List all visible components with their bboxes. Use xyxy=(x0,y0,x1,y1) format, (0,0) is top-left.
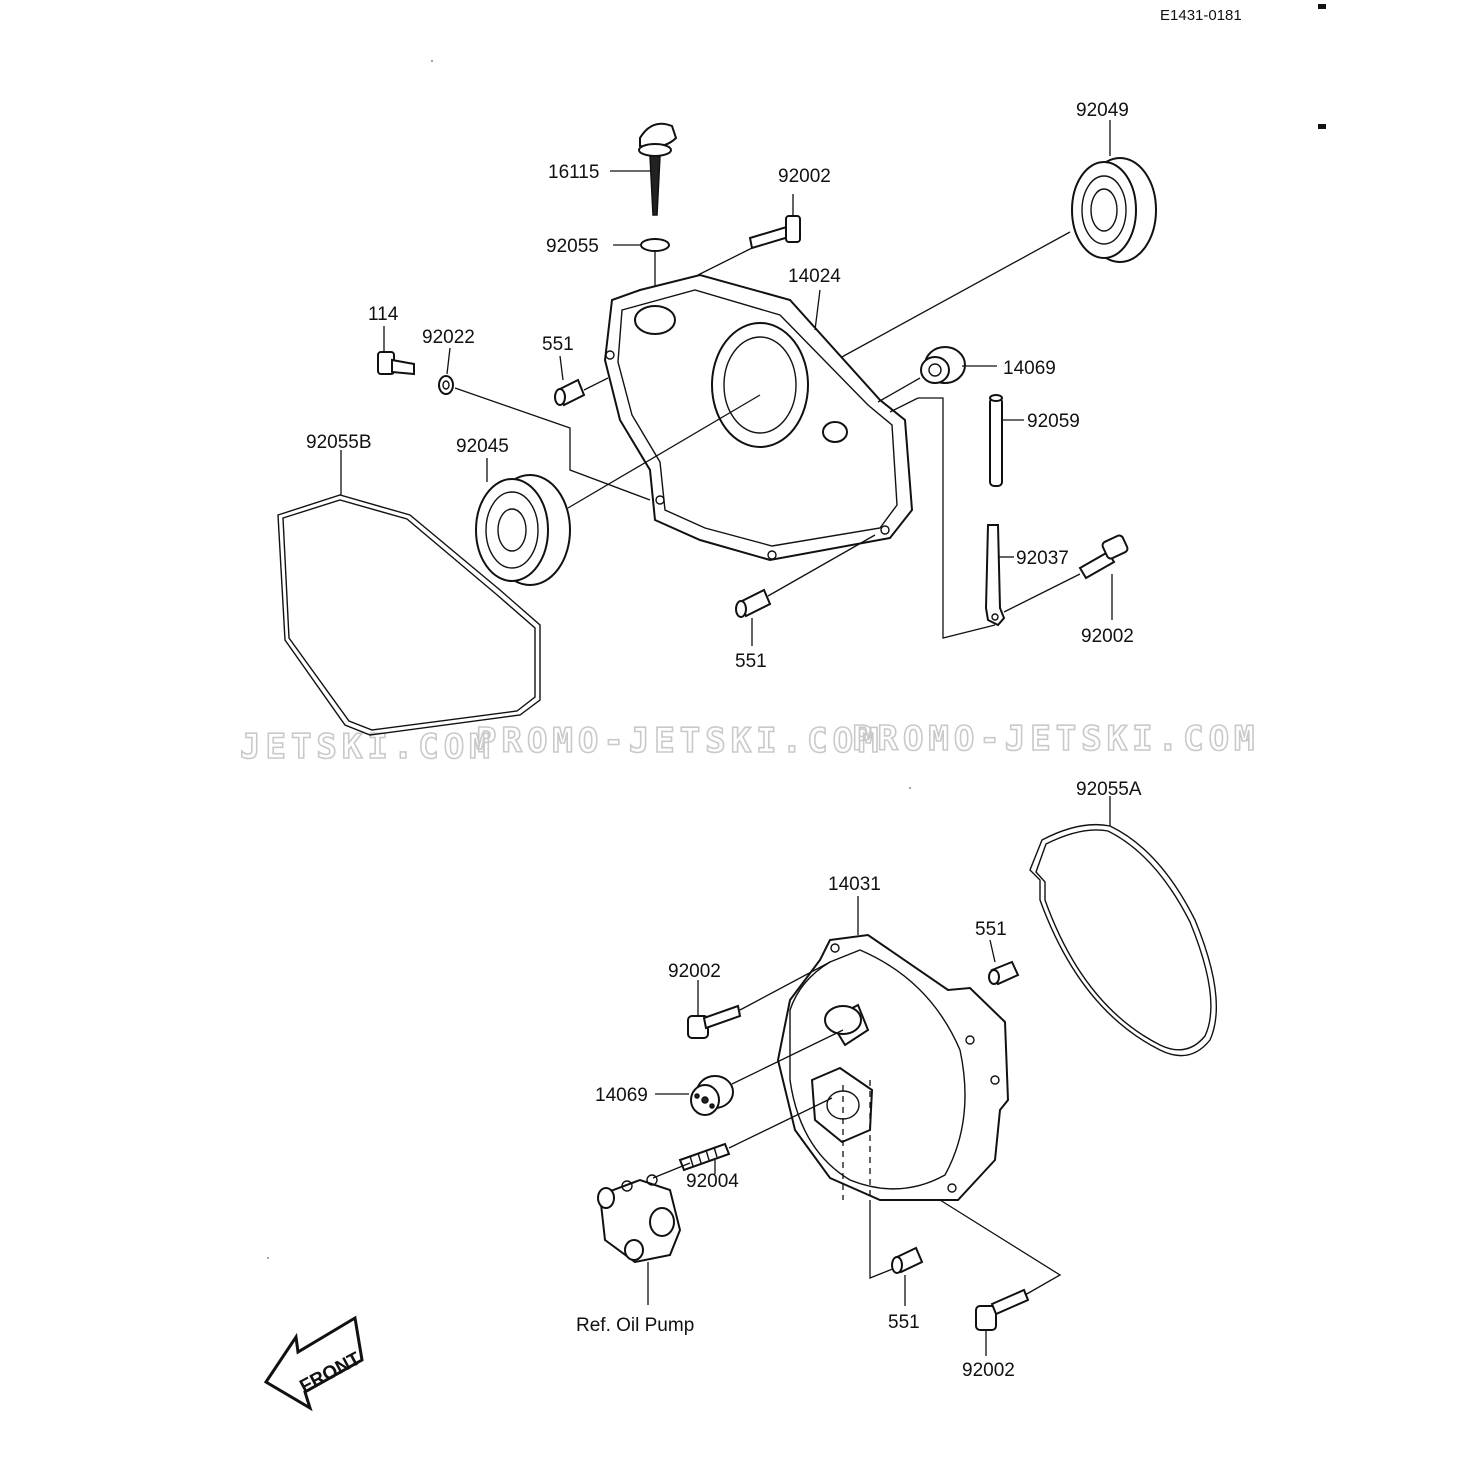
stud-part xyxy=(678,1142,731,1172)
label-bearing-left: 92045 xyxy=(456,436,509,457)
diagram-code: E1431-0181 xyxy=(1160,7,1242,24)
dowel-part xyxy=(554,378,586,407)
small-bolt-part xyxy=(377,351,415,376)
dowel-part xyxy=(891,1246,924,1274)
label-bolt-bottom: 92002 xyxy=(962,1360,1015,1381)
clamp-part xyxy=(984,524,1006,627)
bolt-part xyxy=(1078,534,1129,580)
bolt-part xyxy=(687,1004,742,1039)
label-bolt-top: 92002 xyxy=(778,166,831,187)
pipe-part xyxy=(989,394,1003,487)
watermark-3: PROMO-JETSKI.COM xyxy=(852,719,1260,759)
grommet-part xyxy=(920,346,966,384)
corner-mark xyxy=(1318,124,1326,129)
label-cover-upper: 14024 xyxy=(788,266,841,287)
label-pipe: 92059 xyxy=(1027,411,1080,432)
corner-mark xyxy=(1318,4,1326,9)
gasket-a-part xyxy=(1029,823,1218,1057)
grommet-lower-part xyxy=(690,1075,734,1116)
label-bolt-clamp: 92002 xyxy=(1081,626,1134,647)
bolt-part xyxy=(975,1288,1030,1331)
dowel-part xyxy=(735,588,772,618)
oil-pump-part xyxy=(597,1174,682,1264)
label-dowel-left: 551 xyxy=(542,334,574,355)
upper-cover-part xyxy=(603,273,914,562)
label-bearing-top: 92049 xyxy=(1076,100,1129,121)
label-gasket-b: 92055B xyxy=(306,432,372,453)
watermark-1: JETSKI.COM xyxy=(240,727,495,767)
bearing-part xyxy=(1071,157,1157,263)
label-gasket-a: 92055A xyxy=(1076,779,1142,800)
lower-cover-part xyxy=(776,933,1010,1201)
watermark-2: PROMO-JETSKI.COM xyxy=(476,721,884,761)
dowel-part xyxy=(988,960,1020,986)
front-arrow-icon: FRONT xyxy=(263,1315,364,1412)
washer-part xyxy=(438,375,454,395)
label-clamp: 92037 xyxy=(1016,548,1069,569)
bolt-part xyxy=(748,215,801,250)
label-grommet-top: 14069 xyxy=(1003,358,1056,379)
label-dowel-bottom: 551 xyxy=(735,651,767,672)
o-ring-part xyxy=(640,238,670,252)
label-bolt-small: 114 xyxy=(368,304,399,325)
label-bolt-lower: 92002 xyxy=(668,961,721,982)
bearing-left-part xyxy=(475,474,571,586)
label-dowel-lower: 551 xyxy=(888,1312,920,1333)
label-cover-lower: 14031 xyxy=(828,874,881,895)
gasket-b-part xyxy=(277,494,541,736)
label-cap: 16115 xyxy=(548,162,599,183)
label-stud: 92004 xyxy=(686,1171,739,1192)
label-washer: 92022 xyxy=(422,327,475,348)
ref-oil-pump-label: Ref. Oil Pump xyxy=(576,1315,694,1336)
label-dowel-right: 551 xyxy=(975,919,1007,940)
label-grommet-lower: 14069 xyxy=(595,1085,648,1106)
label-o-ring: 92055 xyxy=(546,236,599,257)
oil-cap-part xyxy=(638,122,678,216)
